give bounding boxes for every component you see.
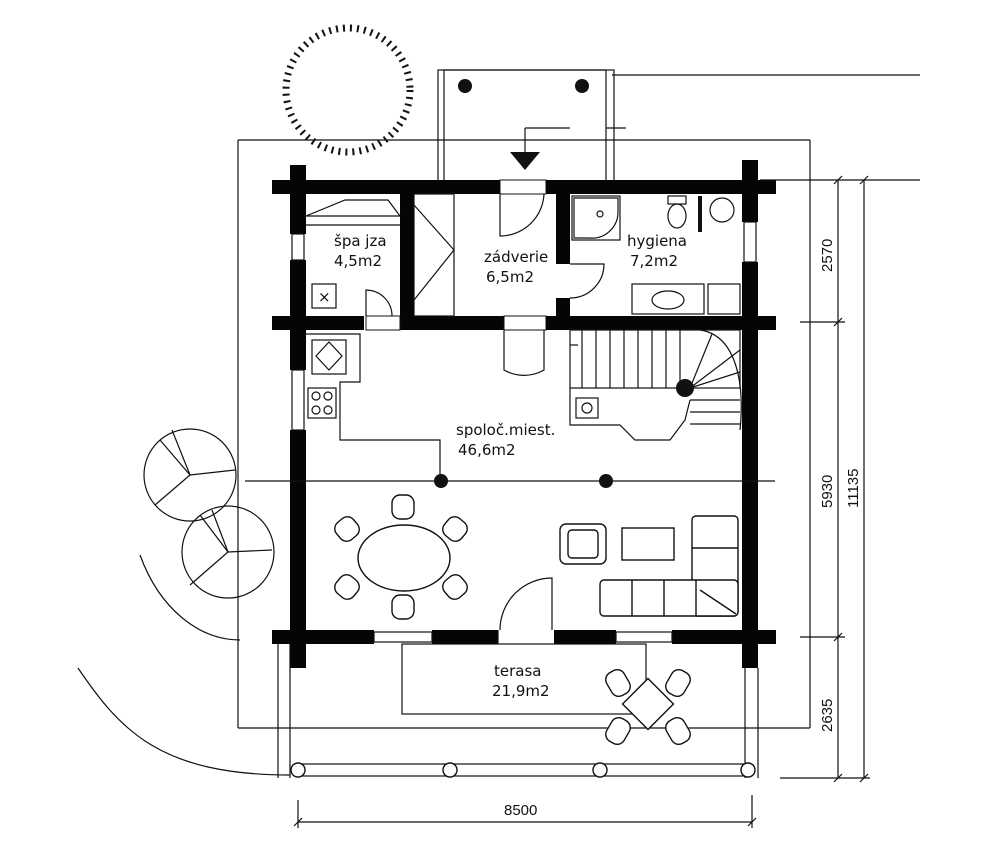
site-path-curve <box>77 667 291 776</box>
tree-icon <box>143 428 237 522</box>
dimension-total-depth: 11135 <box>845 469 862 509</box>
pantry-marker-icon: × <box>318 288 331 306</box>
terrace-door[interactable] <box>499 577 553 631</box>
terrace-outline <box>277 643 759 778</box>
room-area-terasa: 21,9m2 <box>492 682 550 700</box>
stair-post <box>676 379 694 397</box>
entrance-porch <box>437 69 626 183</box>
walls <box>272 160 776 668</box>
windows <box>291 221 757 643</box>
pantry-shelves <box>305 199 401 309</box>
shower-icon <box>571 195 621 241</box>
room-name-spolocne: spoloč.miest. <box>456 421 555 439</box>
staircase <box>569 329 742 441</box>
room-name-spajza: špa jza <box>334 232 387 250</box>
site-path-curve <box>139 554 241 641</box>
room-name-zadverie: zádverie <box>484 248 548 266</box>
sink-icon <box>631 283 741 315</box>
pantry-door[interactable] <box>365 289 393 317</box>
living-door[interactable] <box>503 330 545 376</box>
column-icon <box>434 474 448 488</box>
room-area-zadverie: 6,5m2 <box>486 268 534 286</box>
dimension-width: 8500 <box>504 802 537 819</box>
dimension-terrace-section: 2635 <box>819 699 836 732</box>
dimension-top-section: 2570 <box>819 239 836 272</box>
dimension-middle-section: 5930 <box>819 475 836 508</box>
bathroom-door[interactable] <box>569 263 605 299</box>
dining-set <box>334 494 468 620</box>
kitchen-counter <box>306 333 441 480</box>
entrance-door[interactable] <box>499 193 545 237</box>
washing-machine-icon <box>709 197 735 223</box>
toilet-icon <box>667 195 687 229</box>
room-area-hygiena: 7,2m2 <box>630 252 678 270</box>
column-icon <box>599 474 613 488</box>
terrace-table-set <box>605 668 691 746</box>
tree-icon <box>181 505 275 599</box>
room-name-hygiena: hygiena <box>627 232 687 250</box>
room-area-spajza: 4,5m2 <box>334 252 382 270</box>
living-furniture <box>559 515 739 617</box>
room-area-spolocne: 46,6m2 <box>458 441 516 459</box>
terrace-railing-posts <box>290 762 756 778</box>
entrance-arrow-icon <box>510 152 540 170</box>
dimension-lines <box>293 175 920 828</box>
wardrobe <box>413 193 455 317</box>
sun-tree-icon <box>282 24 414 156</box>
room-name-terasa: terasa <box>494 662 541 680</box>
